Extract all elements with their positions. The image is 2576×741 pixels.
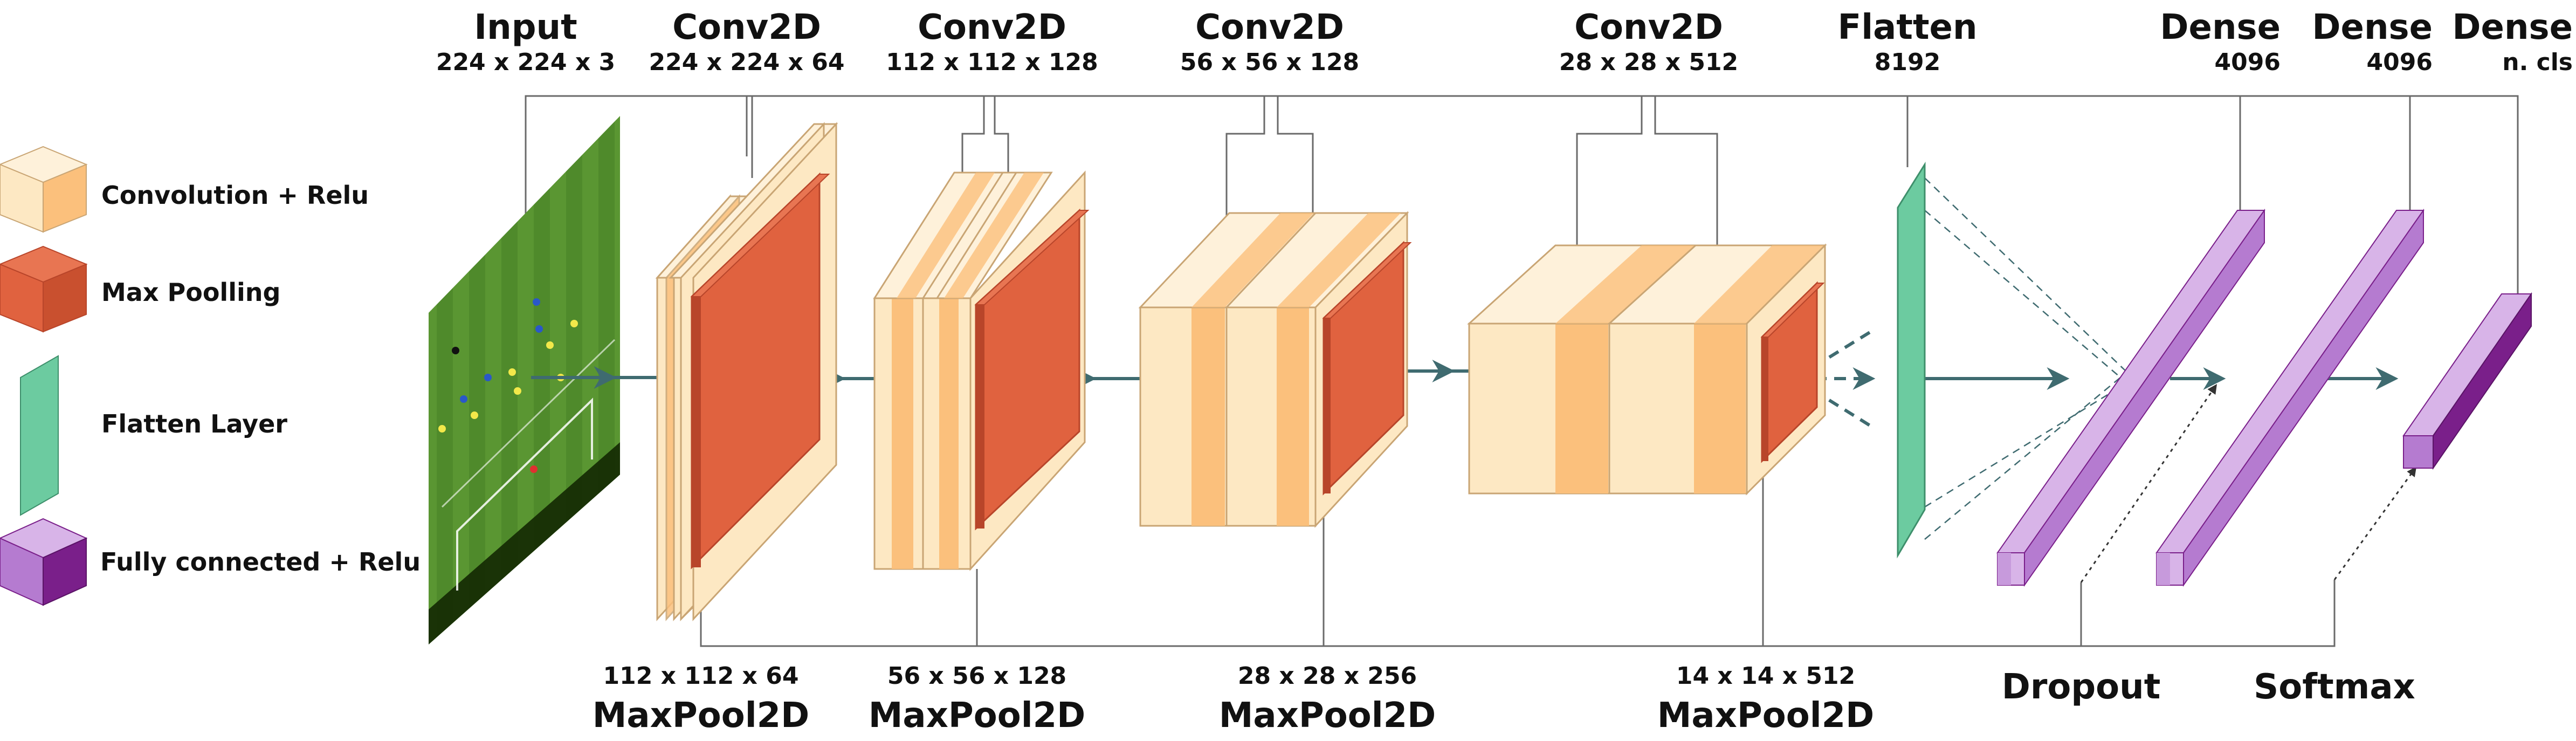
label-softmax: Softmax bbox=[2254, 667, 2415, 707]
label-conv2-size: 112 x 112 x 128 bbox=[886, 49, 1098, 76]
maxpool-block-1 bbox=[690, 172, 830, 570]
label-pool2-title: MaxPool2D bbox=[869, 696, 1086, 736]
conv-block-4 bbox=[1467, 243, 1827, 496]
label-dense2-size: 4096 bbox=[2367, 49, 2433, 76]
label-pool1-title: MaxPool2D bbox=[593, 696, 810, 736]
label-dense3-title: Dense bbox=[2452, 8, 2573, 47]
label-pool3-size: 28 x 28 x 256 bbox=[1238, 662, 1417, 690]
label-dense2-title: Dense bbox=[2312, 8, 2433, 47]
dense-layer-3 bbox=[2402, 292, 2532, 470]
conv-block-2 bbox=[873, 170, 1090, 571]
label-conv3-title: Conv2D bbox=[1195, 8, 1344, 47]
label-pool2-size: 56 x 56 x 128 bbox=[887, 662, 1066, 690]
label-flatten-size: 8192 bbox=[1875, 49, 1940, 76]
label-dense3-size: n. cls bbox=[2502, 49, 2573, 76]
flatten-layer bbox=[1897, 161, 1926, 559]
legend-label-maxpool: Max Poolling bbox=[101, 278, 280, 307]
flatten-layer-icon bbox=[20, 355, 59, 516]
label-conv1-title: Conv2D bbox=[672, 8, 821, 47]
dense-cube-icon bbox=[0, 518, 88, 606]
label-conv4-size: 28 x 28 x 512 bbox=[1559, 49, 1738, 76]
label-conv4-title: Conv2D bbox=[1574, 8, 1723, 47]
label-pool4-title: MaxPool2D bbox=[1657, 696, 1875, 736]
input-image bbox=[429, 116, 620, 644]
label-dense1-size: 4096 bbox=[2215, 49, 2281, 76]
maxpool-cube-icon bbox=[0, 245, 88, 333]
players bbox=[438, 298, 578, 473]
label-pool3-title: MaxPool2D bbox=[1219, 696, 1436, 736]
conv-block-1 bbox=[655, 122, 838, 621]
label-pool4-size: 14 x 14 x 512 bbox=[1676, 662, 1855, 690]
label-input-size: 224 x 224 x 3 bbox=[436, 49, 615, 76]
maxpool-block-3 bbox=[1322, 241, 1412, 496]
conv-cube-icon bbox=[0, 146, 88, 233]
label-conv3-size: 56 x 56 x 128 bbox=[1180, 49, 1359, 76]
label-input-title: Input bbox=[474, 8, 577, 47]
bottom-labels: 112 x 112 x 64 MaxPool2D 56 x 56 x 128 M… bbox=[593, 662, 2415, 736]
label-flatten-title: Flatten bbox=[1838, 8, 1978, 47]
label-dropout: Dropout bbox=[2002, 667, 2161, 707]
dense-layer-2 bbox=[2155, 208, 2425, 587]
top-labels: Input 224 x 224 x 3 Conv2D 224 x 224 x 6… bbox=[436, 8, 2573, 76]
label-conv2-title: Conv2D bbox=[918, 8, 1066, 47]
label-conv1-size: 224 x 224 x 64 bbox=[649, 49, 845, 76]
maxpool-block-2 bbox=[974, 208, 1090, 531]
dense-layer-1 bbox=[1996, 208, 2265, 587]
label-pool1-size: 112 x 112 x 64 bbox=[603, 662, 799, 690]
flow-arrows bbox=[531, 177, 2417, 583]
legend: Convolution + Relu Max Poolling Flatten … bbox=[0, 146, 421, 606]
legend-label-flatten: Flatten Layer bbox=[101, 409, 287, 438]
maxpool-block-4 bbox=[1760, 281, 1825, 463]
conv-block-3 bbox=[1138, 211, 1412, 528]
label-dense1-title: Dense bbox=[2160, 8, 2281, 47]
legend-label-dense: Fully connected + Relu bbox=[100, 547, 421, 577]
legend-label-conv: Convolution + Relu bbox=[101, 181, 369, 210]
